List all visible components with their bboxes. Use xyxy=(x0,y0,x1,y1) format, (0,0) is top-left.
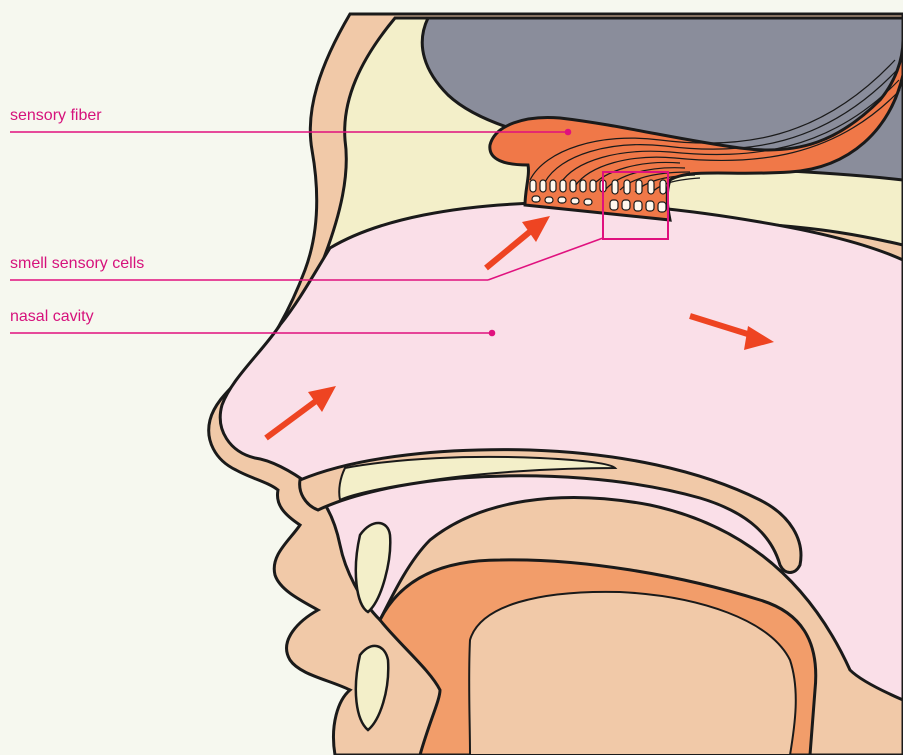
label-smell-sensory-cells: smell sensory cells xyxy=(10,255,144,273)
label-nasal-cavity: nasal cavity xyxy=(10,308,94,326)
label-sensory-fiber: sensory fiber xyxy=(10,107,102,125)
